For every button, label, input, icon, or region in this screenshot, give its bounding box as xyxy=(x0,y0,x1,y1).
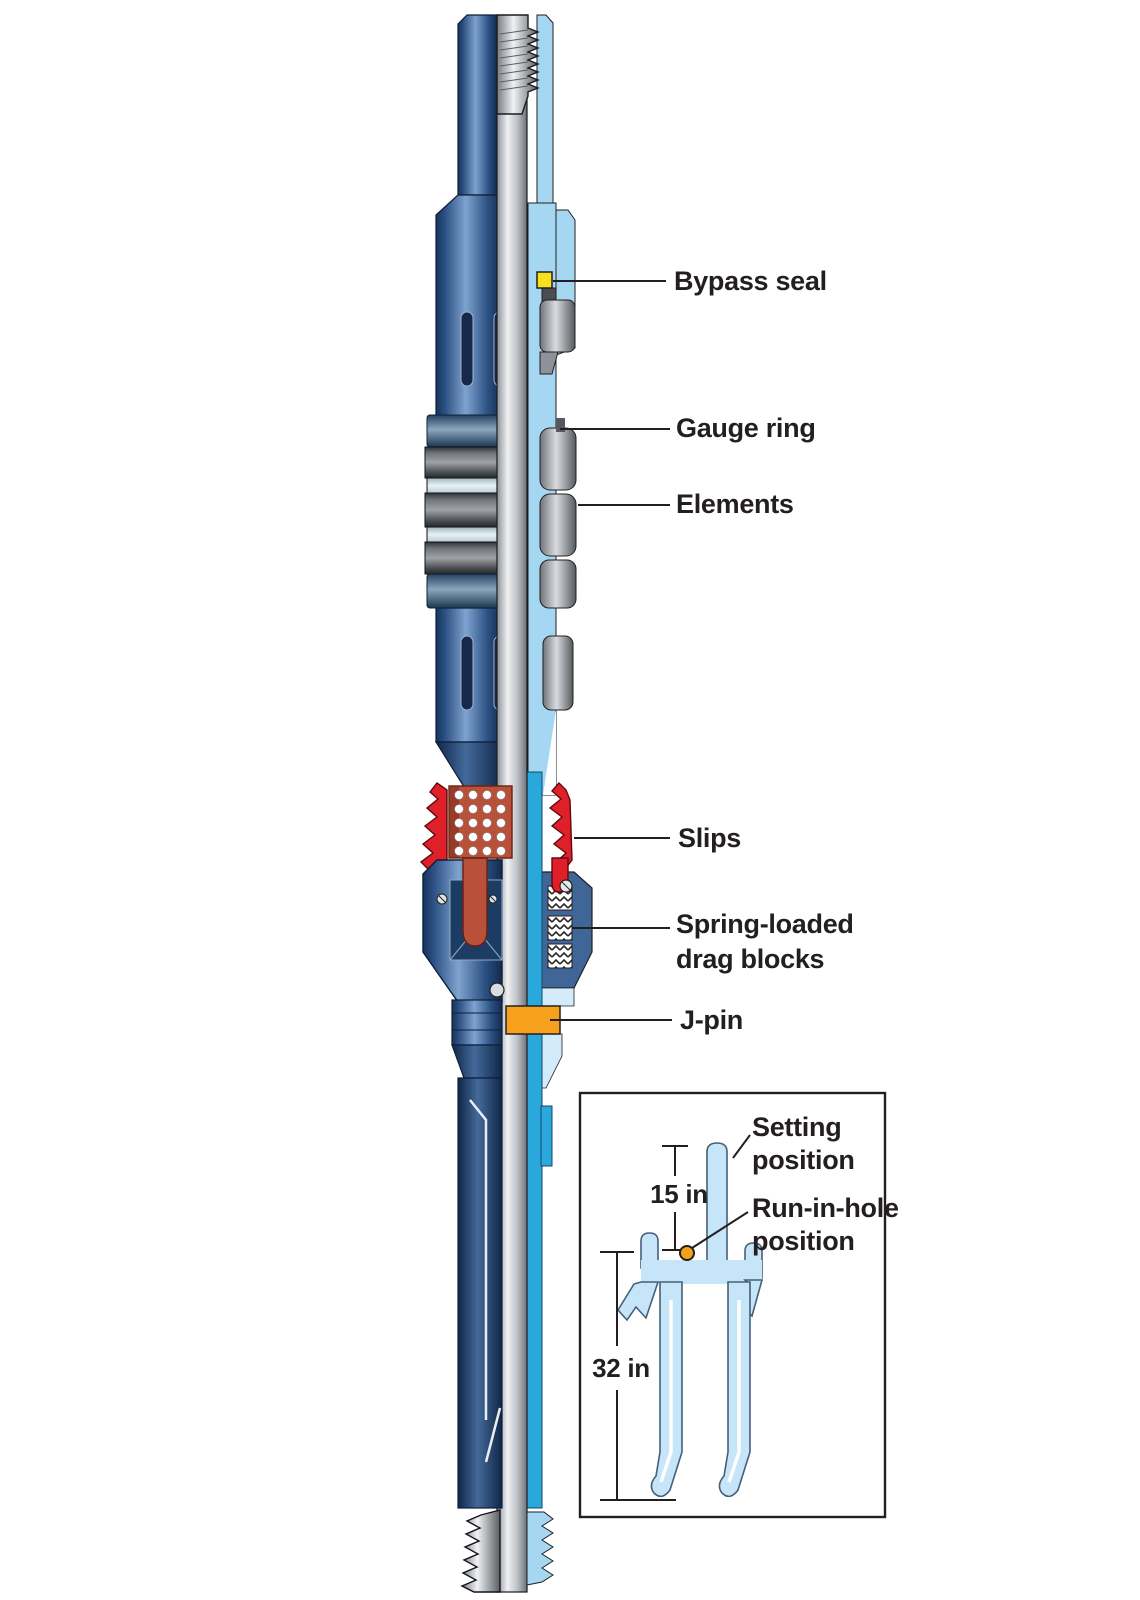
lower-taper xyxy=(451,1044,503,1079)
cage-slot xyxy=(460,311,474,387)
label-run-2: position xyxy=(752,1226,855,1256)
slip-tongue xyxy=(462,857,488,947)
slip-right xyxy=(548,781,573,869)
label-slips: Slips xyxy=(678,823,741,853)
leader-setting xyxy=(732,1134,751,1159)
label-drag-blocks-2: drag blocks xyxy=(676,944,824,974)
top-thread xyxy=(496,14,540,115)
lower-assembly xyxy=(451,982,505,1509)
label-drag-blocks-1: Spring-loaded xyxy=(676,909,854,939)
slot-left-hook xyxy=(617,1281,660,1322)
slot-left-stub xyxy=(640,1232,659,1269)
spring-blocks xyxy=(547,885,573,969)
bypass-seal xyxy=(536,271,553,289)
tool-body xyxy=(434,14,507,791)
gauge-nub xyxy=(556,418,565,432)
housing-screws xyxy=(436,893,498,905)
cutaway-lower-taper xyxy=(543,710,556,795)
connector-hole xyxy=(489,982,505,998)
slip-left xyxy=(419,782,448,873)
jslot-groove xyxy=(469,1099,502,1463)
lower-body xyxy=(457,1077,503,1509)
top-sub xyxy=(457,14,498,196)
dim-32in: 32 in xyxy=(592,1353,650,1383)
j-pin xyxy=(505,1005,561,1035)
j-slot-profile xyxy=(617,1142,764,1498)
slip-center xyxy=(448,785,513,859)
label-setting-1: Setting xyxy=(752,1112,841,1142)
slot-web xyxy=(641,1260,762,1284)
run-in-hole-dot xyxy=(679,1245,695,1261)
drag-housing xyxy=(422,857,573,1003)
leader-lines xyxy=(550,280,672,1021)
element-boss-1 xyxy=(539,427,577,491)
seal-boss-skirt xyxy=(539,351,559,375)
label-gauge-ring: Gauge ring xyxy=(676,413,816,443)
connector xyxy=(451,999,503,1046)
leader-run-in-hole xyxy=(691,1211,749,1249)
slot-leg-left xyxy=(650,1281,683,1498)
lower-boss xyxy=(542,635,574,711)
bottom-thread xyxy=(460,1509,554,1593)
label-elements: Elements xyxy=(676,489,794,519)
inset-box: Setting position Run-in-hole position 15… xyxy=(578,1091,899,1519)
slot-setting-prong xyxy=(706,1142,728,1269)
seal-boss xyxy=(539,299,576,353)
part-labels: Bypass seal Gauge ring Elements Slips Sp… xyxy=(674,266,854,1035)
slip-buttons xyxy=(454,790,506,856)
bottom-thread-cut xyxy=(526,1511,554,1586)
cutaway-internals xyxy=(536,271,577,711)
inset-dimensions xyxy=(600,1134,751,1501)
cutaway-top-panel xyxy=(536,14,554,206)
element-boss-2 xyxy=(539,493,577,557)
slot-leg-right xyxy=(718,1281,751,1498)
cage-slot xyxy=(460,635,474,711)
label-run-1: Run-in-hole xyxy=(752,1193,899,1223)
upper-cage xyxy=(435,194,503,421)
cone xyxy=(434,741,503,791)
tube-tab xyxy=(540,1105,553,1167)
label-j-pin: J-pin xyxy=(680,1005,743,1035)
label-bypass-seal: Bypass seal xyxy=(674,266,827,296)
dim-15in: 15 in xyxy=(650,1179,708,1209)
label-setting-2: position xyxy=(752,1145,855,1175)
inner-tube xyxy=(526,771,553,1509)
bottom-thread-left xyxy=(460,1509,501,1593)
element-boss-3 xyxy=(539,559,577,609)
